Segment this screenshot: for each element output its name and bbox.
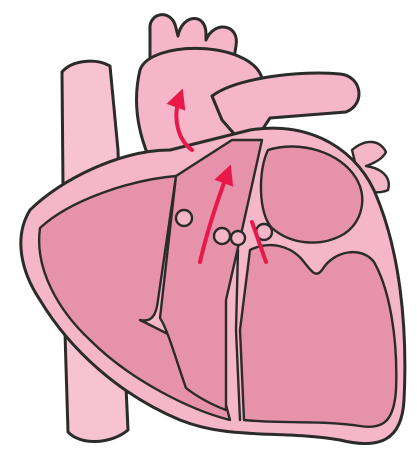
valve-left-cusp [176,210,192,226]
left-ventricle-chamber [240,245,396,427]
valve-center-cusp-a [214,228,230,244]
valve-center-cusp-b [231,231,245,245]
